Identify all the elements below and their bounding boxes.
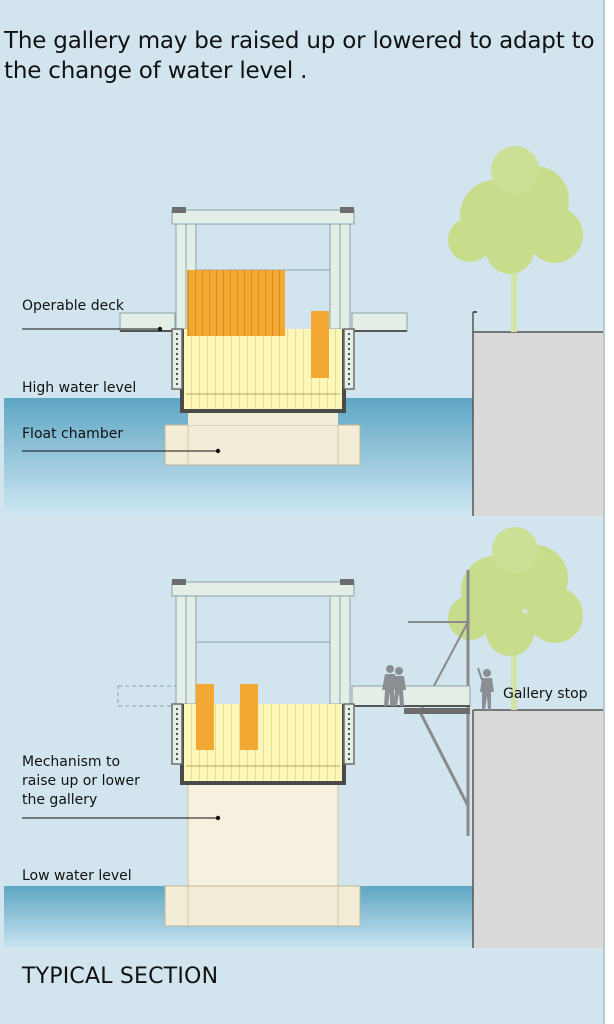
mechanism-shaft <box>187 781 339 888</box>
art-panel-left <box>196 684 214 750</box>
diagram-heading: The gallery may be raised up or lowered … <box>4 28 595 84</box>
operable-deck-label: Operable deck <box>22 298 125 314</box>
art-panel-large <box>187 270 285 336</box>
low-water-section: Gallery stop Mechanism to raise up or lo… <box>4 527 603 948</box>
section-title: TYPICAL SECTION <box>22 964 219 989</box>
walkway-ramp <box>351 685 471 707</box>
high-water-label: High water level <box>22 380 136 396</box>
gallery-stop-label: Gallery stop <box>503 686 588 702</box>
art-panel-right <box>240 684 258 750</box>
float-chamber-label: Float chamber <box>22 426 123 442</box>
folded-deck-outline <box>117 685 181 707</box>
operable-deck-right <box>351 312 408 332</box>
float-chamber-top <box>164 424 361 466</box>
tree-icon <box>448 527 583 710</box>
float-chamber-bottom <box>164 885 361 927</box>
low-water-label: Low water level <box>22 868 132 884</box>
people-icon <box>382 665 494 710</box>
page-edge-line <box>603 0 605 1024</box>
high-water-section: Operable deck High water level Float cha… <box>4 146 603 516</box>
mechanism-label-line3: the gallery <box>22 792 97 808</box>
tree-icon <box>448 146 583 332</box>
mechanism-label-line1: Mechanism to <box>22 754 120 770</box>
art-panel-small <box>311 311 329 378</box>
mechanism-label-line2: raise up or lower <box>22 773 140 789</box>
river-bank-top <box>473 332 603 516</box>
river-bank-bottom <box>473 710 603 948</box>
operable-deck-left <box>119 312 176 332</box>
page-edge <box>603 0 614 1024</box>
